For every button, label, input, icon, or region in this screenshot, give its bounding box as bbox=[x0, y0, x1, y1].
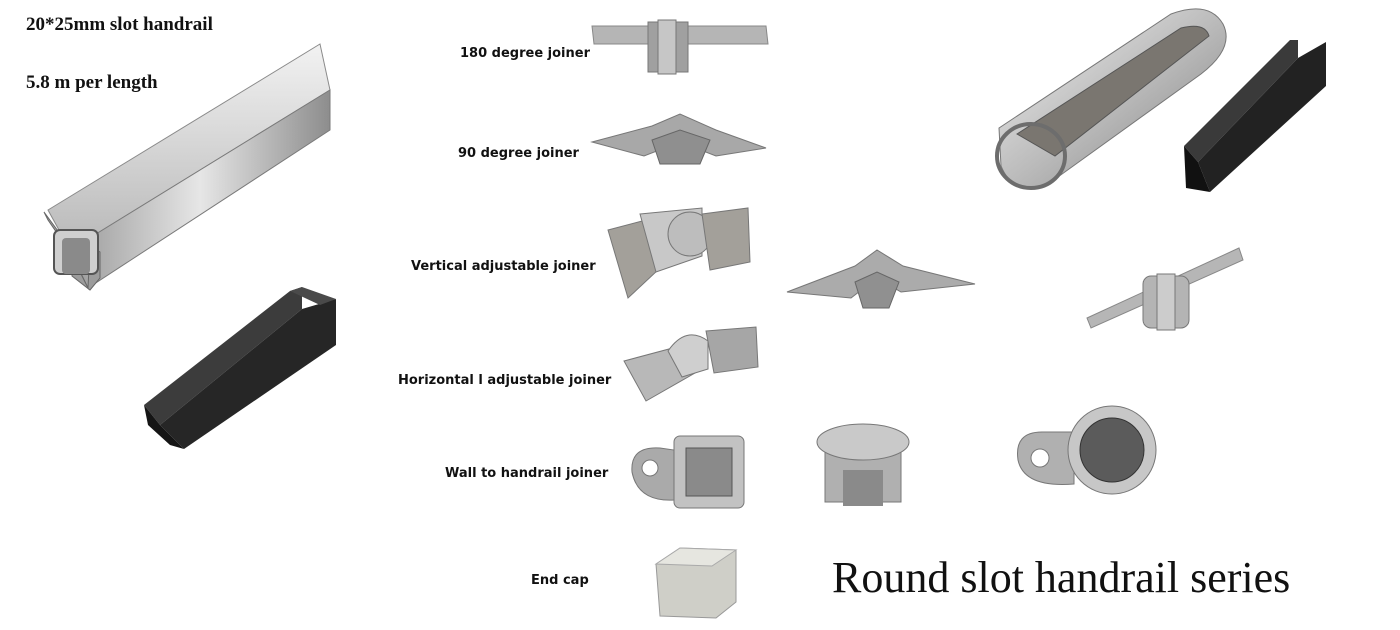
fitting-label-180-degree: 180 degree joiner bbox=[460, 46, 590, 61]
series-title: Round slot handrail series bbox=[832, 553, 1291, 602]
joiner-180-image bbox=[591, 19, 769, 75]
square-slot-handrail-image bbox=[43, 43, 331, 291]
fitting-label-90-degree: 90 degree joiner bbox=[458, 146, 579, 161]
joiner-90-image bbox=[590, 113, 767, 165]
round-joiner-180-image bbox=[1086, 247, 1244, 331]
joiner-vertical-adjustable-image bbox=[607, 207, 751, 299]
round-joiner-90-image bbox=[786, 249, 976, 309]
joiner-horizontal-adjustable-image bbox=[623, 326, 759, 402]
rubber-insert-image bbox=[144, 287, 336, 449]
fitting-label-end-cap: End cap bbox=[531, 573, 589, 588]
round-slot-handrail-image bbox=[995, 8, 1227, 190]
fitting-label-vertical-adjustable: Vertical adjustable joiner bbox=[411, 259, 596, 274]
round-end-cap-image bbox=[816, 423, 910, 506]
slot-handrail-title: 20*25mm slot handrail bbox=[26, 14, 213, 35]
wall-joiner-round-image bbox=[1017, 405, 1157, 495]
slot-handrail-length: 5.8 m per length bbox=[26, 72, 158, 93]
fitting-label-horizontal-adjustable: Horizontal l adjustable joiner bbox=[398, 373, 612, 388]
wall-joiner-square-image bbox=[631, 435, 745, 509]
fitting-label-wall-to-handrail: Wall to handrail joiner bbox=[445, 466, 609, 481]
round-rubber-insert-image bbox=[1184, 40, 1326, 192]
square-end-cap-image bbox=[654, 547, 738, 619]
